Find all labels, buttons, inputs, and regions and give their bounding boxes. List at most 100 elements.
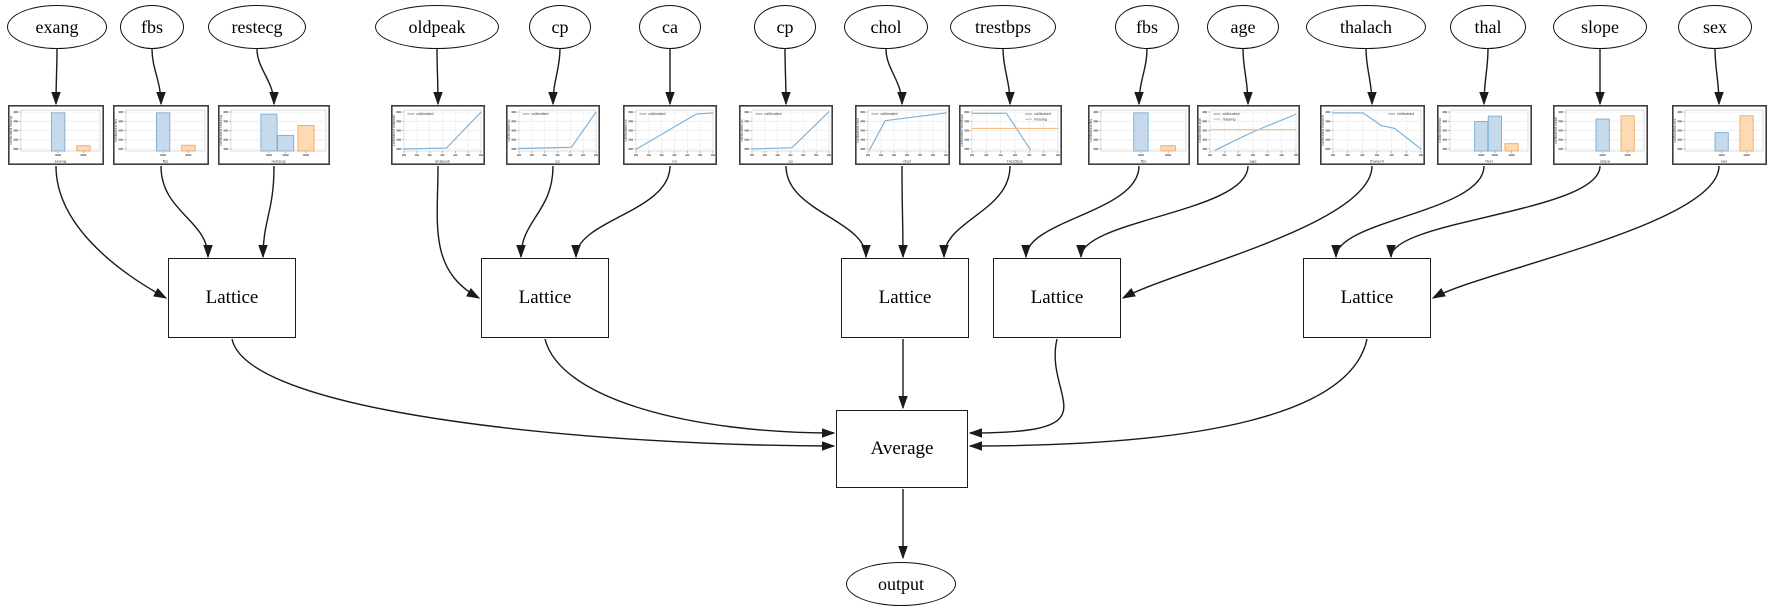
lattice-node-label: Lattice <box>1340 287 1394 308</box>
calibration-line-calibrated <box>1214 113 1297 151</box>
legend-entry: calibrated <box>1397 112 1414 116</box>
input-node-chol-8: chol <box>844 5 928 49</box>
legend-entry: calibrated <box>1222 112 1239 116</box>
output-node-label: output <box>877 573 924 594</box>
calibrator-bar-blue <box>1595 118 1610 152</box>
chart-ylabel: calibrated restecg <box>219 115 223 146</box>
input-node-cp-5: cp <box>529 5 591 49</box>
chart-ylabel: calibrated exang <box>9 116 13 145</box>
legend-entry: calibrated <box>532 112 549 116</box>
calibrator-plot: calibrated sex sex <box>1671 105 1767 165</box>
lattice-node-label: Lattice <box>1030 287 1084 308</box>
calibrator-bar-orange <box>1504 143 1519 152</box>
calibrator-plot: calibrated slope slope <box>1552 105 1648 165</box>
lattice-node-5: Lattice <box>1303 258 1431 338</box>
average-node-label: Average <box>870 438 934 459</box>
calibration-line-calibrated <box>970 112 1031 151</box>
chart-xlabel: sex <box>1720 158 1727 163</box>
input-node-cp-7: cp <box>754 5 816 49</box>
input-node-fbs-2: fbs <box>120 5 184 49</box>
edge-input-to-calibrator <box>1484 48 1488 104</box>
calibrator-bar-blue <box>1473 121 1488 152</box>
input-node-label: trestbps <box>975 16 1031 37</box>
calibrator-bar-blue <box>1487 115 1502 152</box>
edge-input-to-calibrator <box>1242 48 1248 104</box>
chart-ylabel: calibrated sex <box>1673 119 1677 143</box>
output-node: output <box>846 562 956 606</box>
chart-xlabel: thalach <box>1369 158 1384 163</box>
lattice-node-label: Lattice <box>205 287 259 308</box>
calibrator-bar-orange <box>1739 115 1754 152</box>
input-node-ca-6: ca <box>639 5 701 49</box>
legend-entry: missing <box>1222 117 1235 121</box>
chart-ylabel: calibrated fbs <box>114 119 118 142</box>
calibrator-bar-orange <box>297 125 315 152</box>
calibrator-bar-blue <box>155 112 171 152</box>
input-node-restecg-3: restecg <box>208 5 306 49</box>
edge-input-to-calibrator <box>1715 48 1719 104</box>
chart-ylabel: calibrated cp <box>740 119 744 141</box>
input-node-label: thalach <box>1340 16 1392 37</box>
edge-input-to-calibrator <box>256 48 274 104</box>
calibrator-bar-blue <box>277 134 295 152</box>
edge-input-to-calibrator <box>1139 48 1148 104</box>
input-node-thal-13: thal <box>1450 5 1526 49</box>
chart-xlabel: trestbps <box>1007 158 1023 163</box>
chart-ylabel: calibrated age <box>1198 118 1202 142</box>
edge-calibrator-to-lattice <box>1391 165 1601 257</box>
chart-ylabel: calibrated thal <box>1438 118 1442 143</box>
calibration-line-calibrated <box>868 112 947 151</box>
chart-xlabel: cp <box>555 158 560 163</box>
calibrator-bar-orange <box>76 145 91 152</box>
chart-xlabel: oldpeak <box>435 158 451 163</box>
input-node-label: exang <box>35 16 79 37</box>
legend-entry: missing <box>1034 117 1047 121</box>
edge-lattice-to-average <box>231 338 834 446</box>
edge-calibrator-to-lattice <box>1081 165 1249 257</box>
input-node-label: cp <box>551 16 569 37</box>
calibrator-plot: calibrated restecg restecg <box>218 105 330 165</box>
chart-ylabel: calibrated trestbps <box>960 114 964 146</box>
input-node-fbs-10: fbs <box>1115 5 1179 49</box>
chart-xlabel: restecg <box>271 158 286 163</box>
lattice-node-3: Lattice <box>841 258 969 338</box>
chart-ylabel: calibrated slope <box>1554 117 1558 144</box>
input-node-label: sex <box>1703 16 1727 37</box>
edge-input-to-calibrator <box>885 48 902 104</box>
chart-xlabel: cp <box>788 158 793 163</box>
input-node-label: chol <box>870 16 902 37</box>
edge-calibrator-to-lattice <box>436 165 479 298</box>
calibrator-bar-blue <box>1714 132 1729 152</box>
edge-calibrator-to-lattice <box>55 165 166 298</box>
input-node-exang-1: exang <box>7 5 107 49</box>
input-node-label: slope <box>1581 16 1619 37</box>
average-node: Average <box>836 410 968 488</box>
edge-input-to-calibrator <box>785 48 786 104</box>
edge-calibrator-to-lattice <box>1026 165 1140 257</box>
edge-input-to-calibrator <box>437 48 438 104</box>
edge-calibrator-to-lattice <box>263 165 275 257</box>
chart-xlabel: ca <box>672 158 676 163</box>
chart-ylabel: calibrated chol <box>856 118 860 143</box>
input-node-label: thal <box>1474 16 1502 37</box>
chart-ylabel: calibrated fbs <box>1089 119 1093 142</box>
chart-xlabel: slope <box>1599 158 1610 163</box>
calibrator-plot: calibrated trestbpscalibratedmissingtres… <box>958 105 1062 165</box>
calibrator-bar-orange <box>181 144 196 152</box>
edge-calibrator-to-lattice <box>1336 165 1485 257</box>
input-node-thalach-12: thalach <box>1306 5 1426 49</box>
calibrator-bar-blue <box>1133 112 1149 152</box>
chart-xlabel: chol <box>903 158 911 163</box>
